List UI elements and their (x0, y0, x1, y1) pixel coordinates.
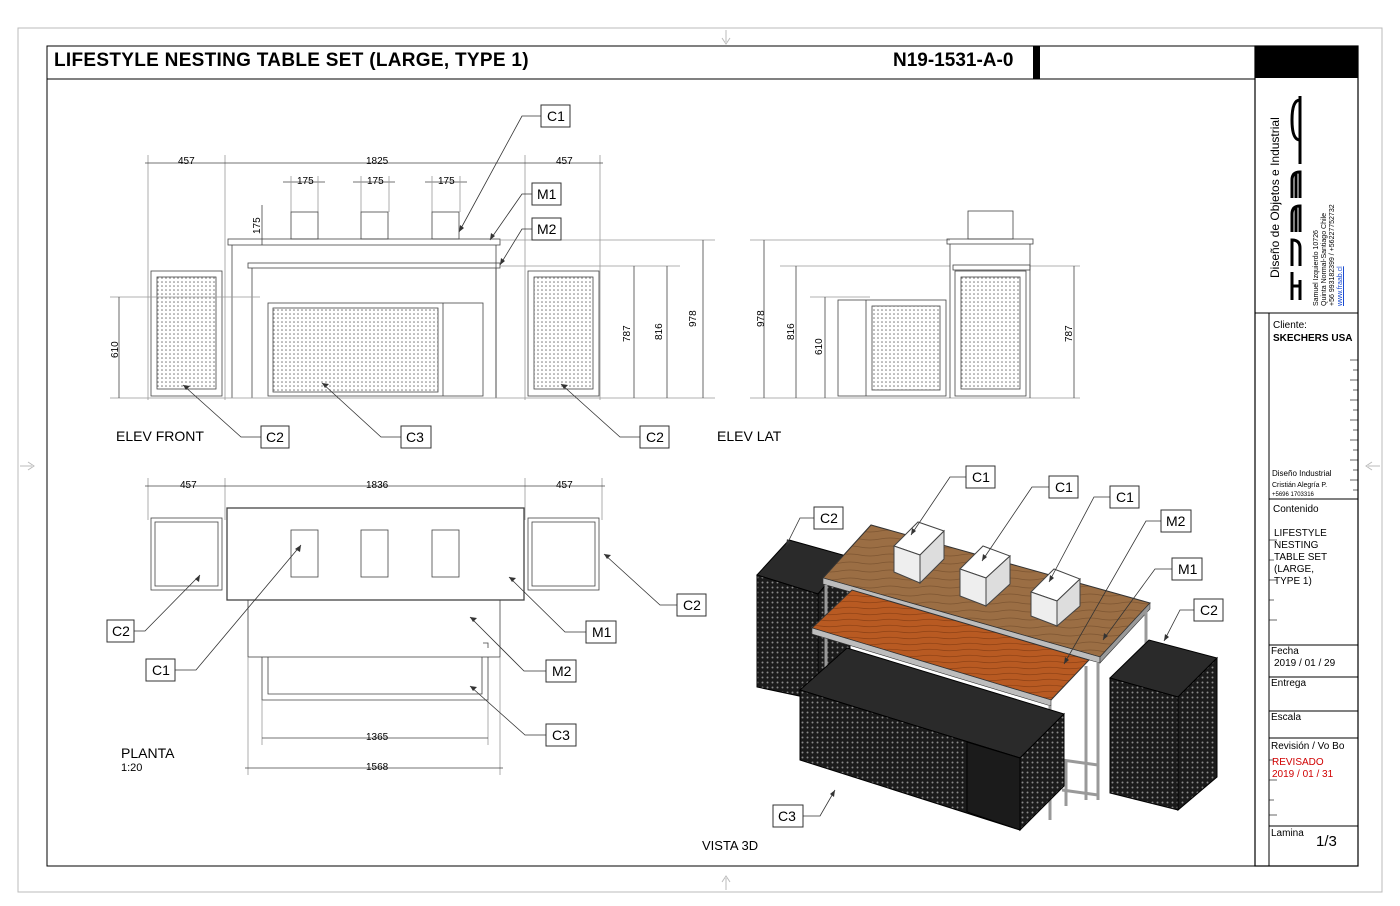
callout-c1-3d-a: C1 (972, 469, 990, 485)
client-name: SKECHERS USA (1273, 333, 1353, 344)
callout-c2-plan-left: C2 (112, 623, 130, 639)
company-address-1: Samuel Izquierdo 10726 (1313, 230, 1320, 306)
planta-label: PLANTA (121, 745, 175, 761)
callout-c1-3d-c: C1 (1116, 489, 1134, 505)
content-label: Contenido (1273, 504, 1319, 515)
callout-m1-plan: M1 (592, 624, 612, 640)
callout-c1-plan: C1 (152, 662, 170, 678)
dim-plan-center: 1836 (366, 480, 389, 491)
content-line: LIFESTYLE (1274, 528, 1327, 539)
designer-name: Cristián Alegría P. (1272, 482, 1328, 489)
client-label: Cliente: (1273, 320, 1307, 331)
designer-phone: +5696 1703316 (1272, 492, 1314, 498)
dim-front-978: 978 (688, 310, 699, 327)
dim-front-787: 787 (622, 325, 633, 342)
revision-label: Revisión / Vo Bo (1271, 741, 1345, 752)
callout-c2-plan-right: C2 (683, 597, 701, 613)
design-label: Diseño Industrial (1272, 469, 1332, 478)
revision-date: 2019 / 01 / 31 (1272, 769, 1334, 780)
callout-c3-front: C3 (406, 429, 424, 445)
date-label: Fecha (1271, 646, 1299, 657)
dim-plan-1365: 1365 (366, 732, 389, 743)
elev-lat-drawing (750, 210, 1080, 399)
vista-3d-label: VISTA 3D (702, 838, 759, 853)
date-value: 2019 / 01 / 29 (1274, 658, 1336, 669)
elev-front-label: ELEV FRONT (116, 428, 204, 444)
revision-status: REVISADO (1272, 757, 1324, 768)
callout-c2-3d-right: C2 (1200, 602, 1218, 618)
dim-front-center: 1825 (366, 156, 389, 167)
callout-m2-front: M2 (537, 221, 557, 237)
callout-c3-3d: C3 (778, 808, 796, 824)
callout-c1-3d-b: C1 (1055, 479, 1073, 495)
dim-front-816: 816 (654, 323, 665, 340)
company-phones: +56 993182399 / +56227752732 (1329, 204, 1336, 306)
callout-c1-front: C1 (547, 108, 565, 124)
sheet-label: Lamina (1271, 828, 1304, 839)
content-line: (LARGE, (1274, 564, 1315, 575)
dim-lat-978: 978 (756, 310, 767, 327)
content-value: LIFESTYLE NESTING TABLE SET (LARGE, TYPE… (1274, 528, 1327, 588)
content-line: NESTING (1274, 540, 1319, 551)
callout-m1-front: M1 (537, 186, 557, 202)
delivery-label: Entrega (1271, 678, 1307, 689)
brand-logo (1290, 96, 1302, 300)
sheet-number: 1/3 (1316, 833, 1337, 850)
dim-plan-left: 457 (180, 480, 197, 491)
callout-leaders (134, 115, 1194, 817)
vista-3d-drawing (756, 521, 1218, 832)
dim-lat-816: 816 (786, 323, 797, 340)
dim-front-left: 457 (178, 156, 195, 167)
callout-c2-front-right: C2 (646, 429, 664, 445)
callout-c2-front-left: C2 (266, 429, 284, 445)
dim-plan-1568: 1568 (366, 762, 389, 773)
callout-c3-plan: C3 (552, 727, 570, 743)
elev-lat-label: ELEV LAT (717, 428, 782, 444)
dim-lat-787: 787 (1064, 325, 1075, 342)
callout-m1-3d: M1 (1178, 561, 1198, 577)
dim-cube-1: 175 (297, 176, 314, 187)
company-web-link[interactable]: www.fraab.cl (1337, 266, 1344, 306)
callout-c2-3d-left: C2 (820, 510, 838, 526)
callout-m2-plan: M2 (552, 663, 572, 679)
company-address-2: Quinta Normal-Santiago Chile (1321, 213, 1328, 306)
company-name: Diseño de Objetos e Industrial (1268, 117, 1282, 278)
dim-cube-2: 175 (367, 176, 384, 187)
scale-label: Escala (1271, 712, 1302, 723)
dim-plan-right: 457 (556, 480, 573, 491)
dim-front-610: 610 (110, 341, 121, 358)
dim-cube-3: 175 (438, 176, 455, 187)
dim-lat-610: 610 (814, 338, 825, 355)
callout-m2-3d: M2 (1166, 513, 1186, 529)
elev-front-drawing (110, 155, 715, 400)
drawing-title: LIFESTYLE NESTING TABLE SET (LARGE, TYPE… (54, 50, 529, 71)
dim-front-right: 457 (556, 156, 573, 167)
planta-scale: 1:20 (121, 762, 143, 774)
content-line: TYPE 1) (1274, 576, 1312, 587)
dim-cube-height: 175 (252, 217, 263, 234)
planta-drawing (145, 478, 605, 775)
drawing-code: N19-1531-A-0 (893, 50, 1014, 71)
content-line: TABLE SET (1274, 552, 1328, 563)
